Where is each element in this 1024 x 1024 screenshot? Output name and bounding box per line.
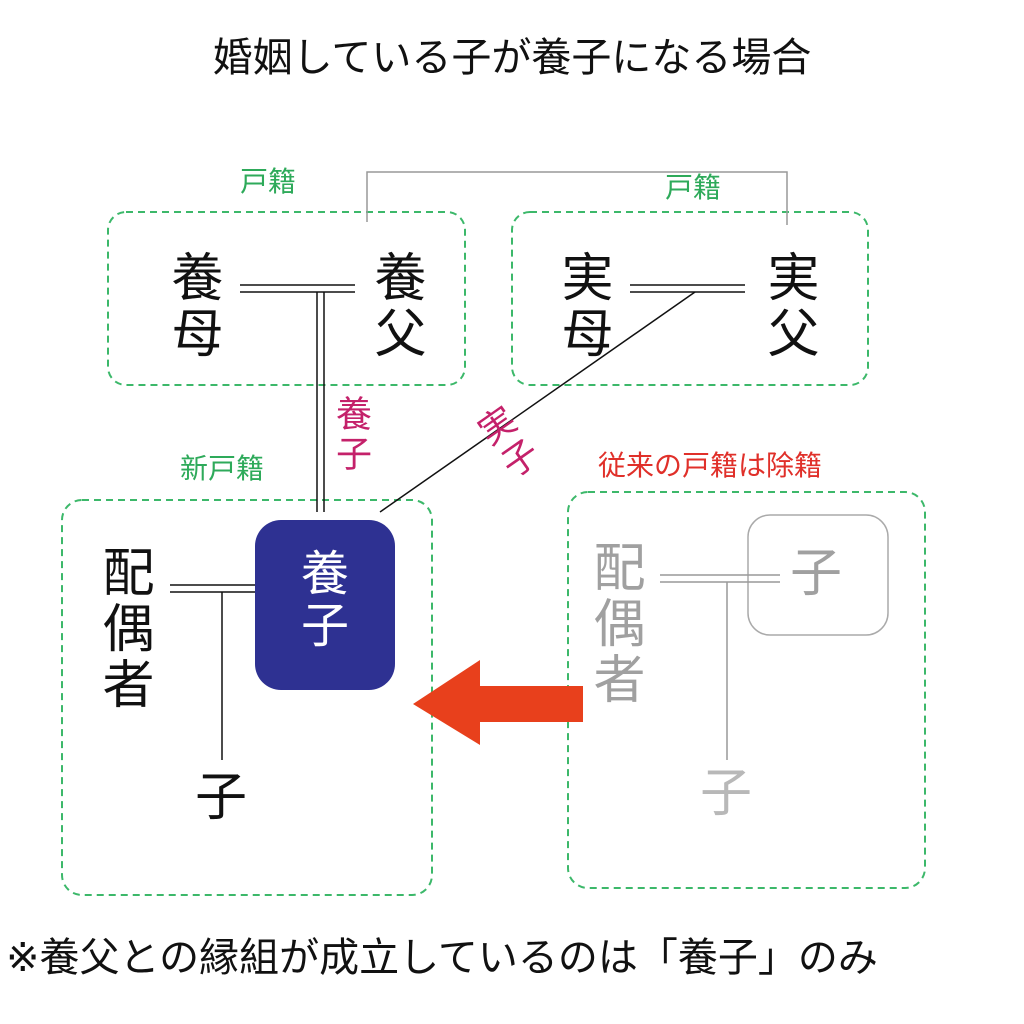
child: 子 xyxy=(195,768,248,828)
parents-bracket xyxy=(366,171,788,225)
koseki-box-adoptive xyxy=(107,211,466,386)
old-spouse: 配偶者 xyxy=(584,540,644,708)
koseki-label-birth: 戸籍 xyxy=(665,171,722,204)
koseki-box-birth xyxy=(511,211,869,386)
adoptive-mother: 養母 xyxy=(162,250,222,362)
page-title: 婚姻している子が養子になる場合 xyxy=(212,35,812,81)
adopted-relation-label: 養子 xyxy=(330,395,371,475)
old-child: 子 xyxy=(700,764,753,824)
footnote: ※養父との縁組が成立しているのは「養子」のみ xyxy=(6,935,878,981)
adoptive-father: 養父 xyxy=(365,250,425,362)
birth-mother: 実母 xyxy=(552,250,612,362)
move-arrow xyxy=(413,660,583,745)
old-self: 子 xyxy=(790,544,843,604)
spouse: 配偶者 xyxy=(93,545,153,713)
adoptee: 養子 xyxy=(292,548,348,652)
biological-line xyxy=(379,291,696,513)
birth-father: 実父 xyxy=(758,250,818,362)
koseki-box-new xyxy=(61,499,433,896)
adoptee-box xyxy=(255,520,395,690)
old-koseki-label: 従来の戸籍は除籍 xyxy=(598,449,823,482)
new-koseki-label: 新戸籍 xyxy=(180,452,265,485)
koseki-label-adoptive: 戸籍 xyxy=(240,165,297,198)
